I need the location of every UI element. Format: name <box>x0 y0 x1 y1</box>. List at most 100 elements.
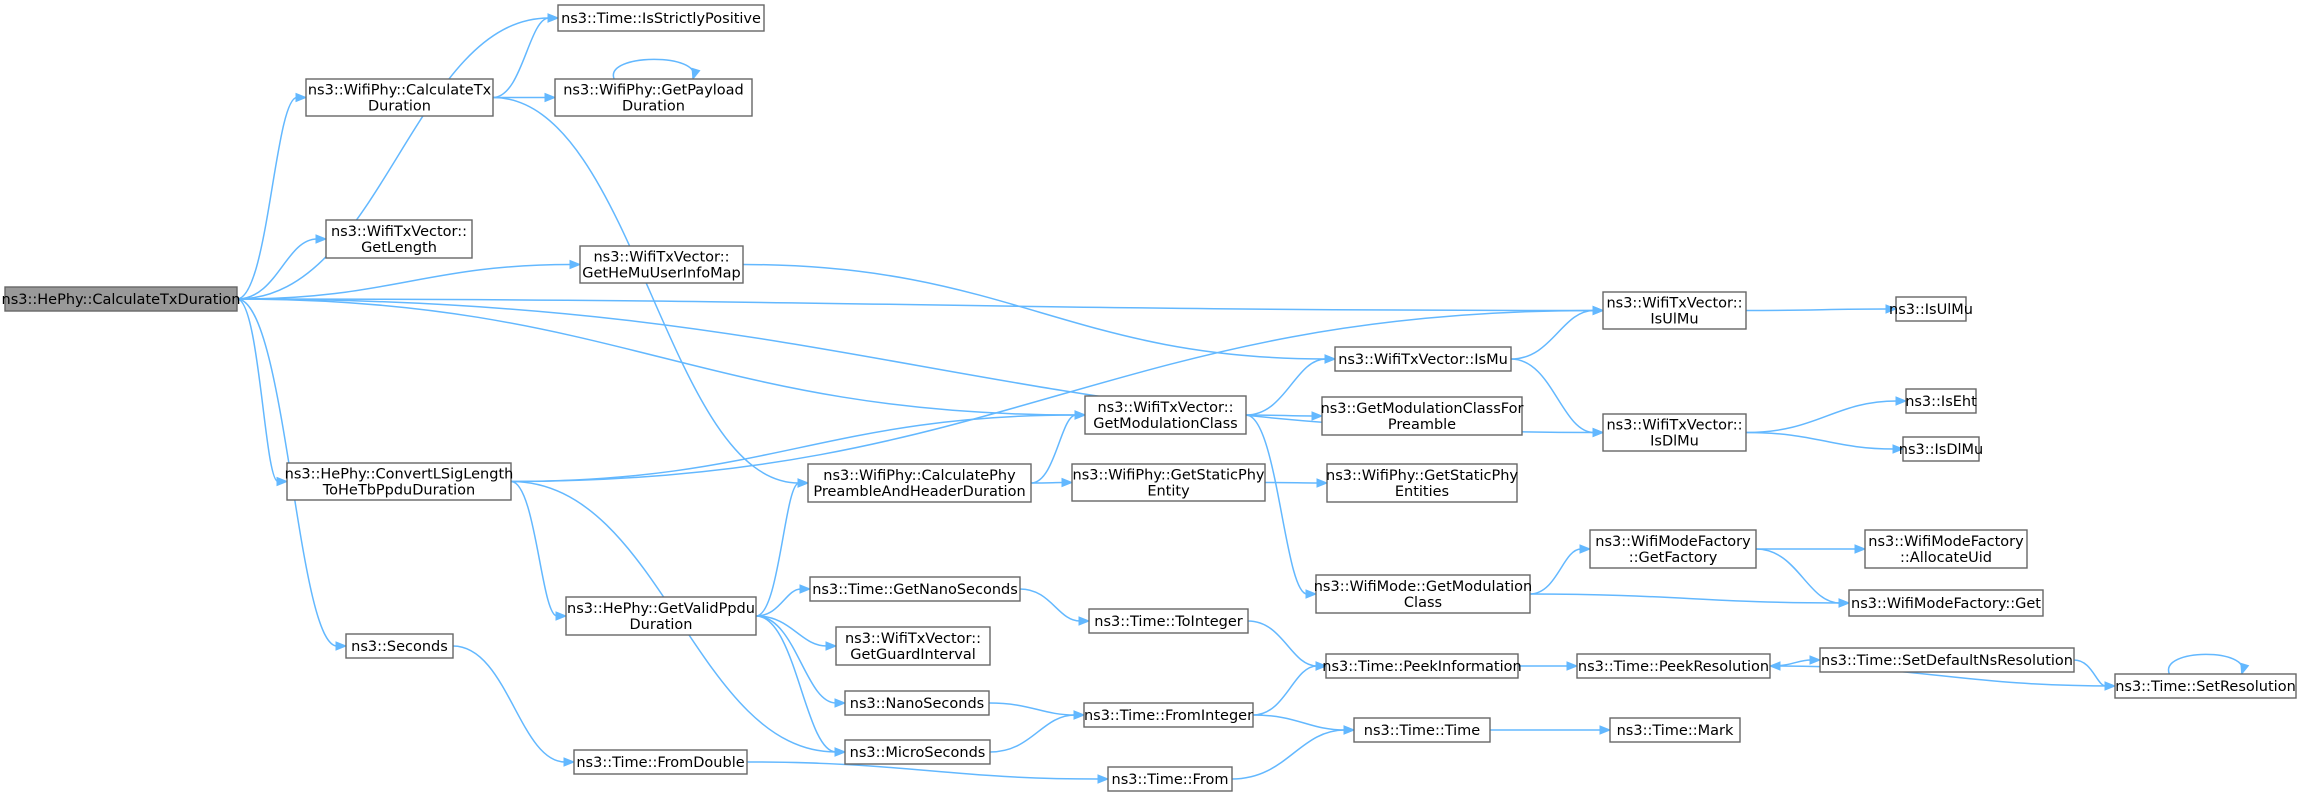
node-microseconds[interactable]: ns3::MicroSeconds <box>844 739 991 765</box>
node-box <box>1602 413 1747 452</box>
node-strictly_pos[interactable]: ns3::Time::IsStrictlyPositive <box>557 4 765 32</box>
node-iseht[interactable]: ns3::IsEht <box>1905 388 1977 414</box>
node-label-line: ns3::Time::IsStrictlyPositive <box>561 11 761 27</box>
node-ismu[interactable]: ns3::WifiTxVector::IsMu <box>1334 346 1512 372</box>
edge-path <box>1252 665 1318 716</box>
edge-path <box>1245 358 1327 416</box>
node-frominteger[interactable]: ns3::Time::FromInteger <box>1083 702 1254 728</box>
edge-getvalid-to-getnano <box>755 584 812 617</box>
node-isdlmu[interactable]: ns3::IsDlMu <box>1899 436 1983 462</box>
node-isdlmu_vec[interactable]: ns3::WifiTxVector::IsDlMu <box>1602 413 1747 452</box>
edge-arrowhead <box>691 67 701 81</box>
node-allocuid[interactable]: ns3::WifiModeFactory::AllocateUid <box>1864 529 2028 569</box>
node-label-line: Preamble <box>1388 417 1456 433</box>
node-label-line: PreambleAndHeaderDuration <box>813 484 1025 500</box>
edge-isdlmu_vec-to-iseht <box>1745 396 1908 434</box>
node-label-line: ns3::Time::FromDouble <box>576 755 744 771</box>
edge-arrowhead <box>547 13 560 23</box>
node-box <box>305 78 494 117</box>
node-time[interactable]: ns3::Time::Time <box>1353 717 1491 743</box>
node-label-line: ToHeTbPpduDuration <box>322 483 475 499</box>
node-label-line: ns3::WifiTxVector:: <box>331 224 467 240</box>
edge-path <box>989 714 1076 753</box>
node-getnano[interactable]: ns3::Time::GetNanoSeconds <box>809 576 1021 602</box>
node-label-line: ns3::Time::From <box>1112 772 1229 788</box>
node-label-line: ns3::Seconds <box>351 639 448 655</box>
node-wifiphy_calctx[interactable]: ns3::WifiPhy::CalculateTxDuration <box>305 78 494 117</box>
node-box <box>1084 395 1247 435</box>
node-label-line: ns3::Time::FromInteger <box>1084 708 1253 724</box>
edge-arrowhead <box>834 747 847 757</box>
node-box <box>573 749 748 775</box>
node-guard[interactable]: ns3::WifiTxVector::GetGuardInterval <box>835 626 991 666</box>
edge-arrowhead <box>1768 661 1781 671</box>
node-calc_tx[interactable]: ns3::HePhy::CalculateTxDuration <box>2 286 241 312</box>
edge-arrowhead <box>1592 305 1605 316</box>
edge-calc_tx-to-wifiphy_calctx <box>236 92 308 300</box>
edge-path <box>236 17 550 300</box>
edge-path <box>1745 431 1895 450</box>
node-from[interactable]: ns3::Time::From <box>1107 766 1233 792</box>
edge-calcphy-to-staticphy <box>1030 477 1074 488</box>
edge-path <box>2167 653 2244 675</box>
edge-path <box>1745 308 1888 312</box>
edge-arrowhead <box>1316 478 1329 488</box>
node-hemuuser[interactable]: ns3::WifiTxVector::GetHeMuUserInfoMap <box>579 245 744 284</box>
edge-arrowhead <box>1854 544 1867 554</box>
node-label-line: ::GetFactory <box>1629 550 1718 566</box>
node-convert[interactable]: ns3::HePhy::ConvertLSigLengthToHeTbPpduD… <box>285 462 514 501</box>
edge-path <box>236 298 1077 416</box>
edge-path <box>755 615 837 704</box>
edge-arrowhead <box>2240 662 2250 676</box>
node-label-line: ns3::WifiPhy::CalculatePhy <box>823 468 1016 484</box>
node-box <box>807 463 1032 503</box>
node-label-line: Entities <box>1395 484 1449 500</box>
edge-staticphy-to-staticphies <box>1264 478 1329 488</box>
node-tointeger[interactable]: ns3::Time::ToInteger <box>1088 608 1249 634</box>
edge-arrowhead <box>1895 396 1908 406</box>
node-factory_get[interactable]: ns3::WifiModeFactory::Get <box>1848 589 2044 617</box>
node-nanoseconds[interactable]: ns3::NanoSeconds <box>844 690 990 716</box>
node-peekres[interactable]: ns3::Time::PeekResolution <box>1576 653 1771 679</box>
node-box <box>565 596 757 636</box>
node-box <box>1864 529 2028 569</box>
node-seconds[interactable]: ns3::Seconds <box>345 633 454 659</box>
node-wifimode_getmod[interactable]: ns3::WifiMode::GetModulationClass <box>1314 574 1533 614</box>
node-label-line: ns3::WifiPhy::GetStaticPhy <box>1326 468 1518 484</box>
node-fromdouble[interactable]: ns3::Time::FromDouble <box>573 749 748 775</box>
node-peekinfo[interactable]: ns3::Time::PeekInformation <box>1322 653 1522 679</box>
node-label-line: ns3::WifiTxVector:: <box>1606 296 1742 312</box>
edge-arrowhead <box>797 478 810 488</box>
node-box <box>1083 702 1254 728</box>
node-box <box>4 286 238 312</box>
node-factory[interactable]: ns3::WifiModeFactory::GetFactory <box>1589 529 1757 569</box>
edge-arrowhead <box>315 234 328 244</box>
node-setdefault[interactable]: ns3::Time::SetDefaultNsResolution <box>1819 647 2075 673</box>
edge-wifimode_getmod-to-factory <box>1529 544 1592 595</box>
edge-path <box>755 615 828 647</box>
node-box <box>1819 647 2075 673</box>
node-mark[interactable]: ns3::Time::Mark <box>1609 717 1741 743</box>
node-label-line: Class <box>1404 595 1442 611</box>
edge-arrowhead <box>1061 477 1074 488</box>
node-getmod[interactable]: ns3::WifiTxVector::GetModulationClass <box>1084 395 1247 435</box>
node-getlength[interactable]: ns3::WifiTxVector::GetLength <box>325 219 473 259</box>
edge-path <box>510 414 1077 483</box>
node-label-line: ns3::GetModulationClassFor <box>1321 401 1524 417</box>
node-calcphy[interactable]: ns3::WifiPhy::CalculatePhyPreambleAndHea… <box>807 463 1032 503</box>
edge-seconds-to-fromdouble <box>452 645 576 767</box>
edge-arrowhead <box>1599 725 1612 735</box>
edge-getmod-to-wifimode_getmod <box>1245 414 1318 599</box>
node-isulmu[interactable]: ns3::IsUlMu <box>1889 296 1973 322</box>
node-label-line: ns3::Time::ToInteger <box>1094 614 1242 630</box>
node-isulmu_vec[interactable]: ns3::WifiTxVector::IsUlMu <box>1602 291 1747 330</box>
edge-arrowhead <box>1305 589 1318 599</box>
edge-wifimode_getmod-to-factory_get <box>1529 593 1851 608</box>
edge-wifiphy_calctx-to-calcphy <box>492 96 810 488</box>
node-setres[interactable]: ns3::Time::SetResolution <box>2114 673 2297 699</box>
